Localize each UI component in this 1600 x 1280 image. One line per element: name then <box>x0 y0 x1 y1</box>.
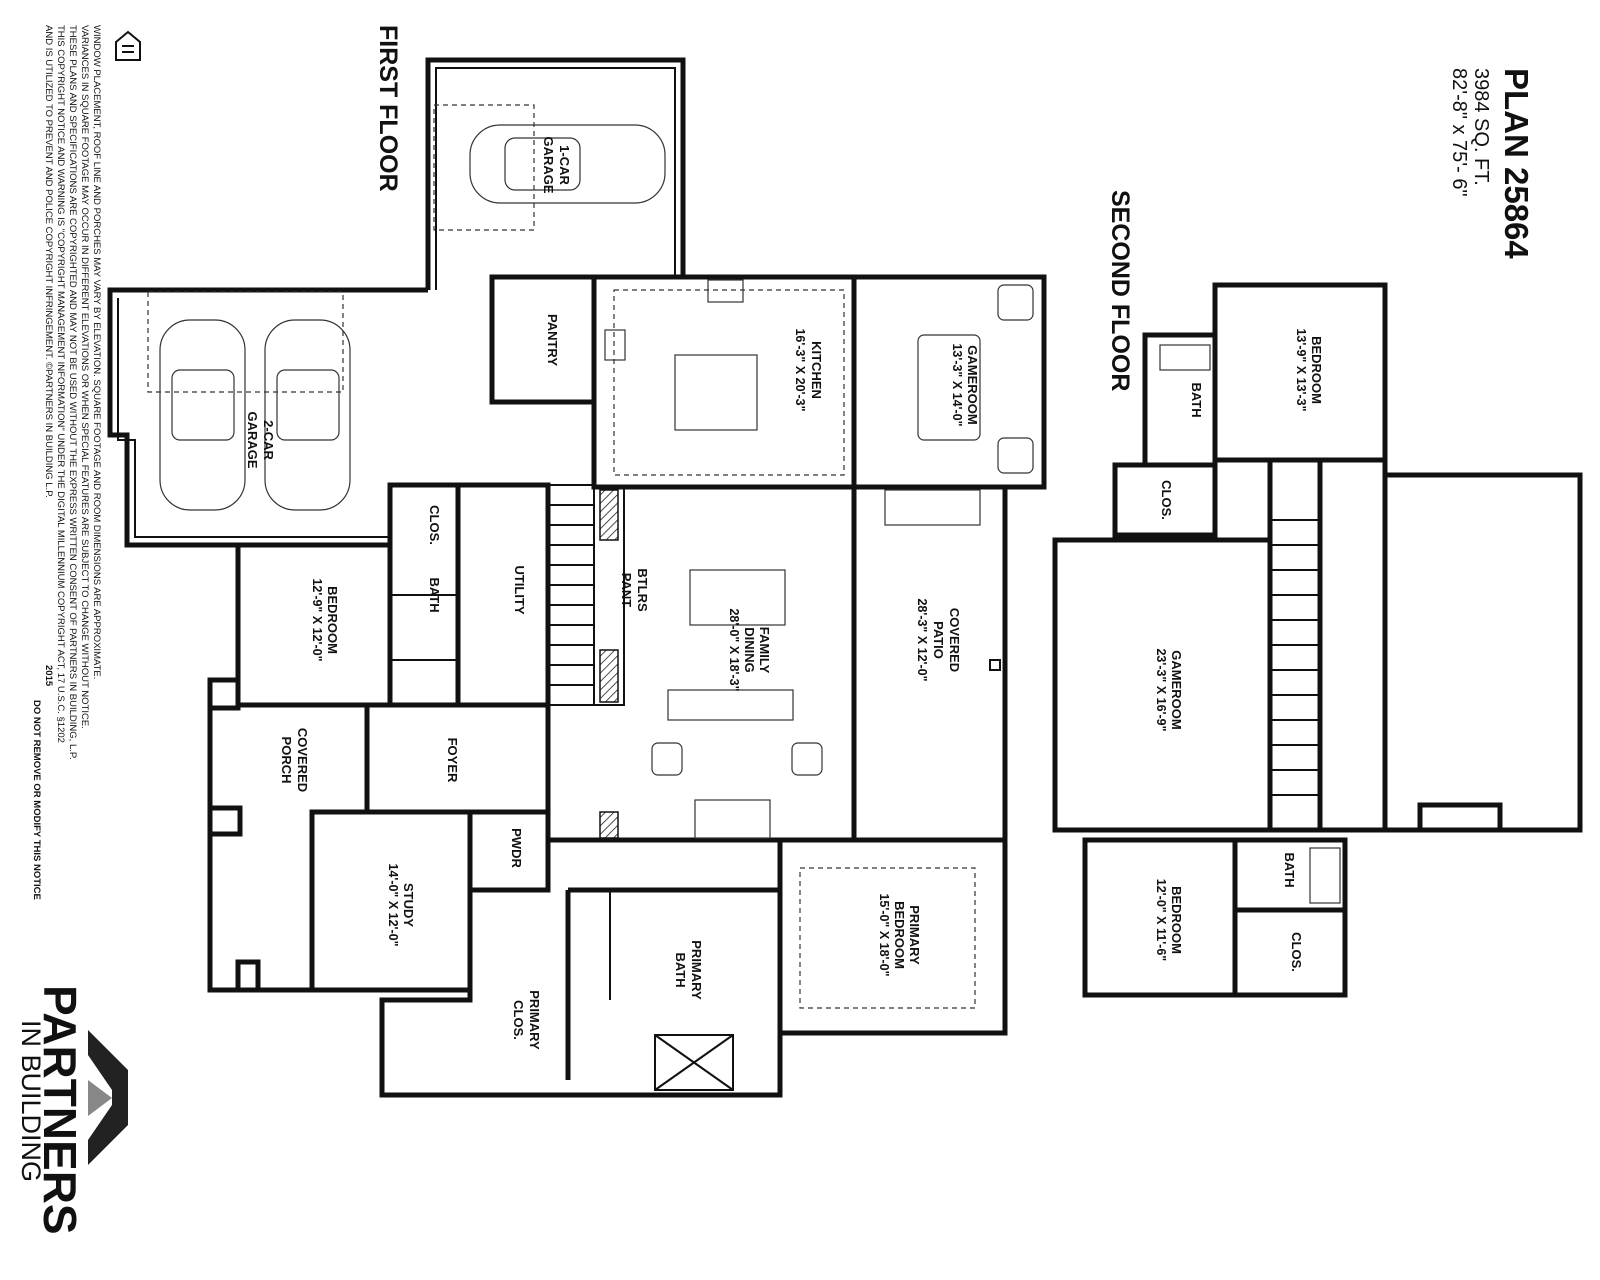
label-primary-bath-line1: PRIMARY <box>689 940 704 1000</box>
label-clos-top: CLOS. <box>1159 480 1174 520</box>
label-study-dim: 14'-0" X 12'-0" <box>386 863 400 946</box>
label-primary-bedroom-line1: PRIMARY <box>907 905 922 965</box>
clos-bottom-walls <box>1232 907 1348 998</box>
label-porch-line2: PORCH <box>279 737 294 784</box>
label-gameroom-dim: 13'-3" X 14'-0" <box>950 343 964 426</box>
stair-and-attic-walls <box>1215 457 1583 833</box>
label-pwdr: PWDR <box>509 828 524 868</box>
label-utility: UTILITY <box>512 565 527 614</box>
first-floor-title: FIRST FLOOR <box>374 25 402 192</box>
label-gameroom-second-dim: 23'-3" X 16'-9" <box>1154 648 1168 731</box>
label-bedroom-bottom: BEDROOM <box>1169 886 1184 954</box>
kitchen-island <box>674 354 758 431</box>
primary-suite-walls <box>379 837 1008 1098</box>
label-garage1-line2: GARAGE <box>541 136 556 193</box>
label-bath-first: BATH <box>427 577 442 612</box>
logo-main-text: PARTNERS <box>34 985 86 1235</box>
disclaimer-line3: THESE PLANS AND SPECIFICATIONS ARE COPYR… <box>67 25 78 760</box>
plan-title: PLAN 25864 <box>1498 68 1535 259</box>
copyright-disclaimer: WINDOW PLACEMENT, ROOF LINE AND PORCHES … <box>31 25 102 900</box>
label-kitchen-dim: 16'-3" X 20'-3" <box>793 328 807 411</box>
plan-header: PLAN 25864 3984 SQ. FT. 82'-8" x 75'- 6" <box>1448 68 1535 259</box>
patio-fireplace <box>884 489 981 526</box>
pantry-walls <box>489 274 597 405</box>
label-bedroom-bottom-dim: 12'-0" X 11'-6" <box>1154 879 1168 962</box>
label-bedroom-top: BEDROOM <box>1309 336 1324 404</box>
second-floor-plan <box>1052 282 1583 998</box>
covered-porch-walls <box>207 705 312 993</box>
label-patio-line2: PATIO <box>931 621 946 659</box>
powder-walls <box>467 809 551 893</box>
label-family: FAMILY <box>757 627 772 674</box>
label-clos-bottom: CLOS. <box>1289 932 1304 972</box>
label-garage2-line2: GARAGE <box>245 411 260 468</box>
second-floor-labels: BEDROOM 13'-9" X 13'-3" BATH CLOS. GAMER… <box>1154 328 1324 971</box>
label-study: STUDY <box>401 883 416 927</box>
car-2-car-garage-bottom <box>264 319 351 511</box>
plan-dimensions: 82'-8" x 75'- 6" <box>1448 68 1470 197</box>
label-patio-dim: 28'-3" X 12'-0" <box>915 598 929 681</box>
equal-housing-icon <box>115 30 141 61</box>
first-floor-labels: 1-CAR GARAGE 2-CAR GARAGE PANTRY KITCHEN… <box>245 136 980 1050</box>
label-gameroom: GAMEROOM <box>965 345 980 424</box>
disclaimer-line5: AND IS UTILIZED TO PREVENT AND POLICE CO… <box>43 25 54 498</box>
clos-top-walls <box>1112 462 1218 538</box>
logo-sub-text: IN BUILDING <box>16 1020 46 1182</box>
disclaimer-notice: DO NOT REMOVE OR MODIFY THIS NOTICE <box>31 700 42 900</box>
first-floor-plan <box>107 57 1047 1098</box>
gameroom-table <box>917 334 981 441</box>
label-bedroom-first-dim: 12'-9" X 12'-0" <box>310 578 324 661</box>
stair-treads-second <box>1272 519 1318 796</box>
first-floor-stair <box>547 484 595 706</box>
second-floor-title: SECOND FLOOR <box>1106 190 1134 391</box>
disclaimer-line2: VARIANCES IN SQUARE FOOTAGE MAY OCCUR IN… <box>79 25 90 729</box>
one-car-garage-walls <box>425 57 686 290</box>
label-garage2-line1: 2-CAR <box>261 420 276 460</box>
label-family-dim: 28'-0" X 18'-3" <box>727 608 741 691</box>
label-porch-line1: COVERED <box>295 728 310 792</box>
label-garage1-line1: 1-CAR <box>557 145 572 185</box>
label-bedroom-top-dim: 13'-9" X 13'-3" <box>1294 328 1308 411</box>
family-dining-walls <box>590 484 857 843</box>
dining-table <box>689 569 786 626</box>
label-bath-bottom: BATH <box>1282 852 1297 887</box>
label-pant: PANT <box>619 573 634 607</box>
label-foyer: FOYER <box>445 738 460 783</box>
disclaimer-line4: THIS COPYRIGHT NOTICE AND WARNING IS "CO… <box>55 25 66 743</box>
label-primary-bedroom-line2: BEDROOM <box>892 901 907 969</box>
disclaimer-line1: WINDOW PLACEMENT, ROOF LINE AND PORCHES … <box>91 25 102 679</box>
label-btlrs: BTLRS <box>635 568 650 612</box>
sofa <box>667 689 794 721</box>
label-dining: DINING <box>742 627 757 673</box>
primary-shower <box>654 1034 734 1091</box>
label-bath-top: BATH <box>1189 382 1204 417</box>
stair-treads-first <box>548 504 594 686</box>
partners-logo: PARTNERS IN BUILDING <box>16 985 128 1235</box>
foyer-walls <box>367 702 551 812</box>
disclaimer-year: 2015 <box>43 665 54 687</box>
label-gameroom-second: GAMEROOM <box>1169 650 1184 729</box>
label-primary-bath-line2: BATH <box>673 952 688 987</box>
car-1-car-garage <box>469 124 666 204</box>
label-pantry: PANTRY <box>545 314 560 366</box>
car-2-car-garage-top <box>159 319 246 511</box>
label-kitchen: KITCHEN <box>809 341 824 399</box>
label-patio-line1: COVERED <box>947 608 962 672</box>
label-primary-clos-line1: PRIMARY <box>527 990 542 1050</box>
partners-chevron-icon <box>88 1030 128 1165</box>
label-clos-first: CLOS. <box>427 505 442 545</box>
label-primary-bedroom-dim: 15'-0" X 18'-0" <box>877 893 891 976</box>
plan-sqft: 3984 SQ. FT. <box>1470 68 1492 186</box>
label-primary-clos-line2: CLOS. <box>511 1000 526 1040</box>
family-fireplace <box>694 799 771 839</box>
label-bedroom-first: BEDROOM <box>325 586 340 654</box>
